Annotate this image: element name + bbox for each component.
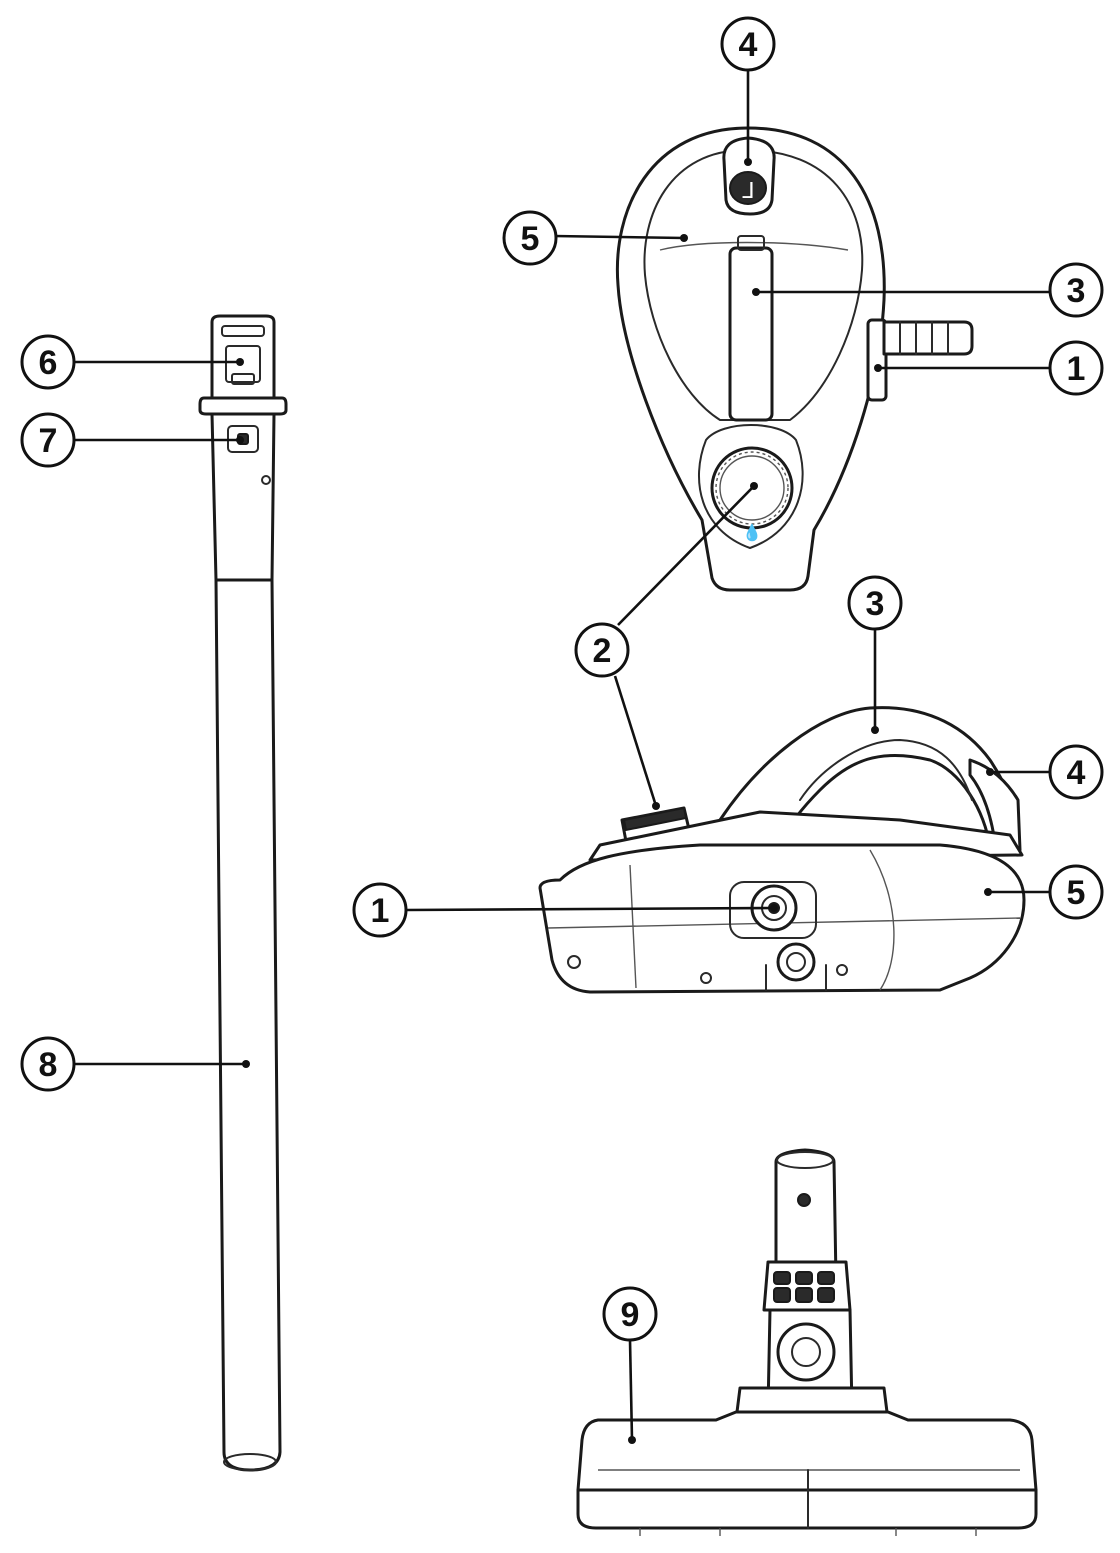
callout-label: 1: [1067, 350, 1086, 388]
callout-top-4: 4: [720, 16, 776, 72]
callout-side-3: 3: [847, 575, 903, 631]
callout-mid-2: 2: [574, 622, 630, 678]
callout-side-1: 1: [352, 882, 408, 938]
callout-label: 5: [1067, 874, 1086, 912]
extension-tube: [198, 314, 288, 1472]
callout-head-9: 9: [602, 1286, 658, 1342]
callout-label: 9: [621, 1296, 640, 1334]
callout-label: 3: [866, 585, 885, 623]
cap-symbol: ᒧ: [741, 179, 754, 204]
callout-tube-8: 8: [20, 1036, 76, 1092]
callout-tube-7: 7: [20, 412, 76, 468]
callout-label: 4: [739, 26, 758, 64]
callout-top-5: 5: [502, 210, 558, 266]
callout-top-3: 3: [1048, 262, 1104, 318]
main-unit-side-view: [538, 706, 1026, 994]
callout-label: 7: [39, 422, 58, 460]
floor-head: [576, 1148, 1038, 1536]
callout-leaders: [74, 68, 1050, 1444]
callout-tube-6: 6: [20, 334, 76, 390]
callout-label: 2: [593, 632, 612, 670]
callout-label: 4: [1067, 754, 1086, 792]
callout-label: 1: [371, 892, 390, 930]
callout-top-1: 1: [1048, 340, 1104, 396]
callout-side-5: 5: [1048, 864, 1104, 920]
main-unit-top-view: ᒧ 💧: [615, 126, 974, 592]
callout-label: 5: [521, 220, 540, 258]
dial-symbol: 💧: [742, 523, 762, 542]
callout-label: 6: [39, 344, 58, 382]
callout-side-4: 4: [1048, 744, 1104, 800]
callout-label: 3: [1067, 272, 1086, 310]
callout-label: 8: [39, 1046, 58, 1084]
